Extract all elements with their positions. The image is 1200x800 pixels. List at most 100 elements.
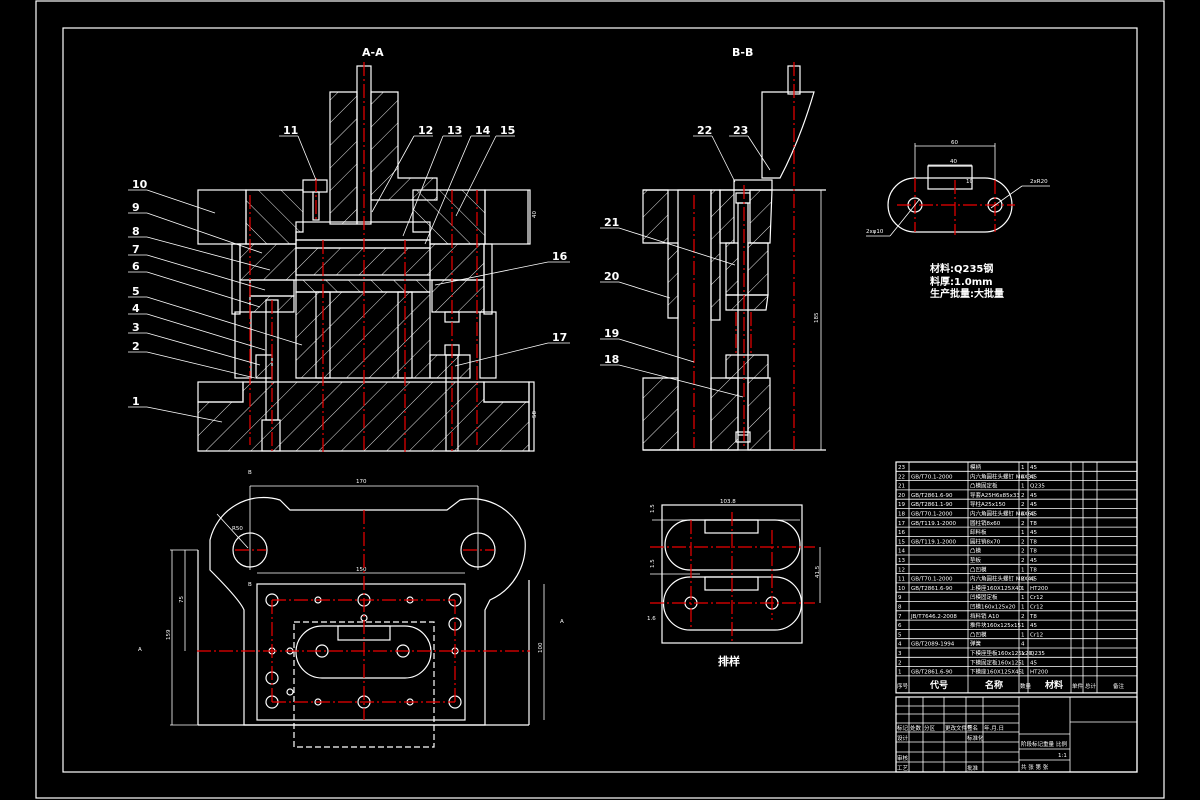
bom-cell-no: 19: [898, 502, 905, 508]
bom-cell-material: 45: [1030, 660, 1037, 666]
bom-cell-qty: 4: [1021, 642, 1025, 648]
bom-header-code: 代号: [929, 679, 948, 691]
bom-cell-no: 7: [898, 614, 902, 620]
svg-text:17: 17: [552, 331, 567, 344]
bom-cell-name: 内六角圆柱头螺钉 M8X40: [970, 575, 1035, 583]
plan-view: 170 150 R50 159 75 100 B B A A: [138, 470, 564, 748]
bom-header-unit: 单件: [1072, 682, 1084, 690]
svg-text:58: 58: [532, 411, 538, 418]
svg-text:41.5: 41.5: [815, 565, 821, 578]
title-block: 标记 处数 分区 更改文件号 签名 年.月.日 设计 标准化 审核 工艺 批准 …: [895, 696, 1138, 773]
bom-cell-name: 上模座160X125X40: [970, 584, 1023, 592]
bom-cell-qty: 1: [1021, 632, 1025, 638]
svg-text:6: 6: [132, 260, 140, 273]
bom-cell-code: GB/T2861.6-90: [911, 586, 953, 592]
bom-header-total: 总计: [1085, 682, 1097, 690]
outer-frame: [35, 0, 1165, 799]
bom-cell-qty: 1: [1021, 465, 1025, 471]
bom-cell-no: 21: [898, 484, 905, 490]
bom-cell-name: 凹模160x125x20: [970, 603, 1016, 611]
bom-cell-qty: 2: [1021, 614, 1025, 620]
svg-text:22: 22: [697, 124, 712, 137]
svg-text:11: 11: [283, 124, 298, 137]
bom-cell-qty: 1: [1021, 623, 1025, 629]
bom-cell-name: 内六角圆柱头螺钉 M8X30: [970, 472, 1035, 480]
svg-text:1.6: 1.6: [647, 616, 656, 622]
bom-cell-material: T8: [1029, 567, 1037, 573]
bom-cell-no: 22: [898, 474, 905, 480]
bom-cell-name: 圆柱销8x70: [970, 537, 1001, 545]
bom-cell-qty: 1: [1021, 484, 1025, 490]
svg-text:159: 159: [166, 629, 172, 640]
svg-text:60: 60: [951, 140, 958, 146]
bom-cell-no: 13: [898, 558, 905, 564]
bom-cell-material: HT200: [1030, 586, 1048, 592]
bom-cell-qty: 2: [1021, 539, 1025, 545]
bom-cell-code: GB/T119.1-2000: [911, 539, 956, 545]
bom-cell-material: 45: [1030, 493, 1037, 499]
bom-header-no: 序号: [897, 682, 909, 690]
svg-text:料厚:1.0mm: 料厚:1.0mm: [930, 275, 993, 288]
bom-cell-name: 挡料销 A10: [970, 612, 1000, 620]
svg-text:1:1: 1:1: [1058, 753, 1067, 759]
svg-text:9: 9: [132, 201, 140, 214]
bom-cell-code: GB/T70.1-2000: [911, 512, 953, 518]
svg-text:150: 150: [356, 567, 367, 573]
svg-text:材料:Q235钢: 材料:Q235钢: [930, 262, 993, 275]
bom-cell-material: 45: [1030, 558, 1037, 564]
svg-text:40: 40: [950, 159, 957, 165]
bom-cell-name: 弹簧: [970, 640, 982, 648]
hole: [286, 688, 294, 696]
svg-text:170: 170: [356, 479, 367, 485]
bom-cell-material: Cr12: [1030, 632, 1043, 638]
bom-cell-qty: 1: [1021, 670, 1025, 676]
bom-cell-qty: 1: [1021, 530, 1025, 536]
bom-cell-qty: 1: [1021, 595, 1025, 601]
bom-row: 16 卸料板 1 45: [898, 528, 1037, 536]
svg-text:103.8: 103.8: [720, 499, 736, 505]
svg-text:审核: 审核: [897, 754, 909, 762]
svg-text:排样: 排样: [718, 654, 740, 668]
bom-cell-no: 15: [898, 539, 905, 545]
bom-cell-name: 导柱A25x150: [970, 500, 1006, 508]
bom-cell-code: GB/T2861.6-90: [911, 670, 953, 676]
bom-cell-code: GB/T70.1-2000: [911, 474, 953, 480]
bom-cell-qty: 2: [1021, 502, 1025, 508]
svg-text:8: 8: [132, 225, 140, 238]
bom-cell-name: 下模固定板160x125: [970, 658, 1022, 666]
bom-cell-name: 凹模固定板: [970, 593, 998, 601]
svg-text:R50: R50: [232, 526, 243, 532]
bom-cell-material: 45: [1030, 577, 1037, 583]
bom-cell-name: 内六角圆柱头螺钉 M8X60: [970, 510, 1035, 518]
svg-text:2xR20: 2xR20: [1030, 179, 1048, 185]
bom-cell-material: 45: [1030, 530, 1037, 536]
bom-cell-qty: 1: [1021, 605, 1025, 611]
svg-text:15: 15: [500, 124, 515, 137]
bom-cell-material: 45: [1030, 512, 1037, 518]
bom-cell-no: 20: [898, 493, 905, 499]
svg-text:标记: 标记: [897, 724, 909, 732]
bom-cell-no: 11: [898, 577, 905, 583]
bom-cell-material: 45: [1030, 465, 1037, 471]
svg-text:生产批量:大批量: 生产批量:大批量: [930, 287, 1004, 300]
svg-text:更改文件号: 更改文件号: [945, 724, 973, 732]
svg-text:10: 10: [132, 178, 148, 191]
bom-cell-no: 16: [898, 530, 905, 536]
svg-text:13: 13: [447, 124, 462, 137]
svg-text:7: 7: [132, 243, 140, 256]
svg-text:185: 185: [814, 312, 820, 323]
bom-cell-name: 卸料板: [970, 528, 987, 536]
bom-cell-no: 5: [898, 632, 902, 638]
svg-text:阶段标记: 阶段标记: [1021, 740, 1044, 748]
section-b-b: B-B 185 22 23 21: [600, 46, 826, 451]
bom-cell-material: HT200: [1030, 670, 1048, 676]
